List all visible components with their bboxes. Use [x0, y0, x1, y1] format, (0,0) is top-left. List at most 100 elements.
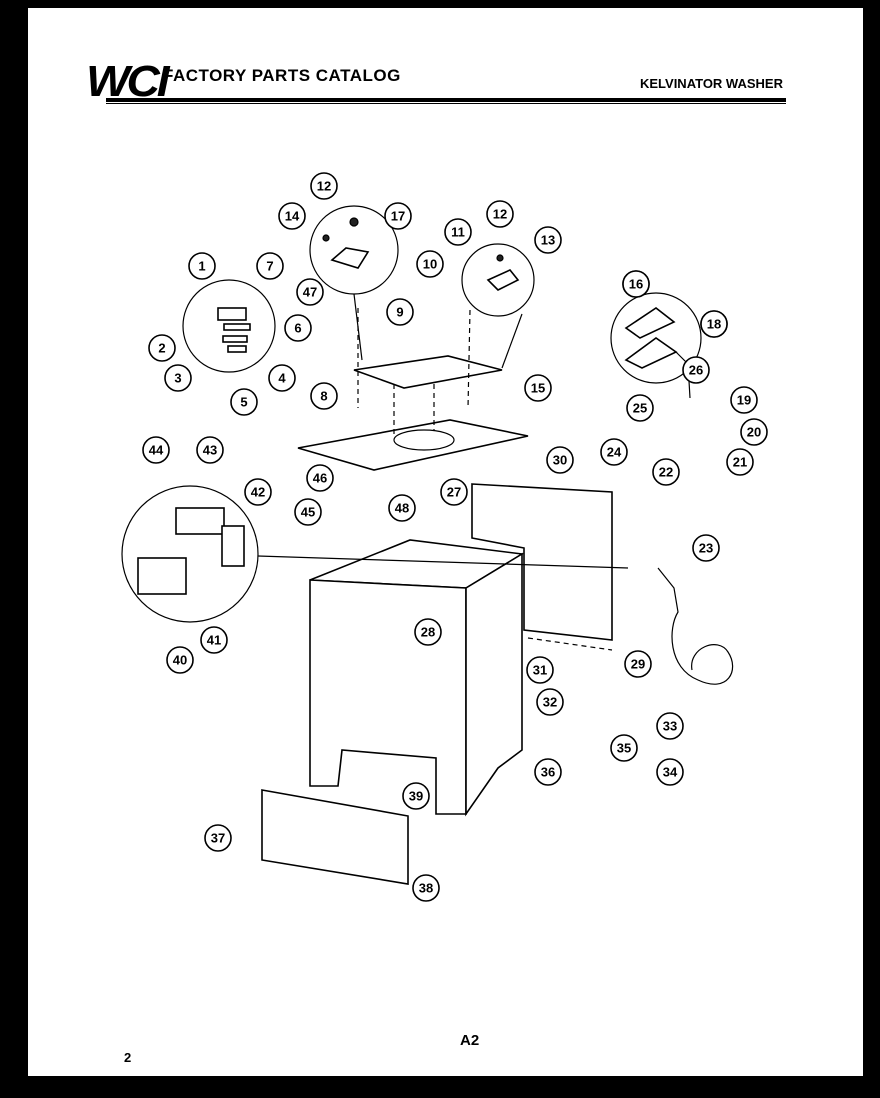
callout-11: 11 — [444, 218, 472, 246]
callout-label: 23 — [699, 541, 713, 556]
callout-label: 46 — [313, 471, 327, 486]
callout-37: 37 — [204, 824, 232, 852]
leader-line — [353, 293, 363, 361]
callout-circle — [610, 734, 638, 762]
header-rule — [106, 98, 786, 102]
callout-46: 46 — [306, 464, 334, 492]
callout-circle — [624, 650, 652, 678]
callout-label: 41 — [207, 633, 221, 648]
callout-label: 21 — [733, 455, 747, 470]
callout-10: 10 — [416, 250, 444, 278]
callout-circle — [306, 464, 334, 492]
callout-circle — [204, 824, 232, 852]
callout-label: 47 — [303, 285, 317, 300]
callout-label: 30 — [553, 453, 567, 468]
rear-panel — [471, 483, 613, 641]
callout-4: 4 — [268, 364, 296, 392]
callout-circle — [692, 534, 720, 562]
callout-circle — [536, 688, 564, 716]
callout-circle — [256, 252, 284, 280]
callout-label: 33 — [663, 719, 677, 734]
callout-circle — [244, 478, 272, 506]
callout-2: 2 — [148, 334, 176, 362]
exploded-parts-diagram: 1234567891011121213141516171819202122232… — [121, 172, 768, 902]
callout-25: 25 — [626, 394, 654, 422]
callout-45: 45 — [294, 498, 322, 526]
leader-line — [501, 313, 523, 369]
callout-circle — [268, 364, 296, 392]
callout-circle — [656, 758, 684, 786]
assembly-guide — [257, 555, 629, 569]
callout-3: 3 — [164, 364, 192, 392]
model-name: KELVINATOR WASHER — [639, 76, 783, 91]
callout-41: 41 — [200, 626, 228, 654]
callout-label: 37 — [211, 831, 225, 846]
callout-label: 42 — [251, 485, 265, 500]
header-rule-thin — [106, 103, 786, 104]
screw — [349, 217, 359, 227]
callout-circle — [188, 252, 216, 280]
callout-label: 24 — [607, 445, 622, 460]
callout-label: 29 — [631, 657, 645, 672]
callout-40: 40 — [166, 646, 194, 674]
callout-32: 32 — [536, 688, 564, 716]
detail-circle-lid-catch — [461, 243, 535, 317]
catalog-title: FACTORY PARTS CATALOG — [163, 66, 401, 85]
callout-label: 40 — [173, 653, 187, 668]
callout-label: 9 — [396, 305, 403, 320]
callout-34: 34 — [656, 758, 684, 786]
lid-bracket — [330, 247, 370, 269]
top-cover-opening — [393, 429, 455, 451]
callout-circle — [740, 418, 768, 446]
hinge-plate — [222, 335, 248, 343]
callout-circle — [284, 314, 312, 342]
callout-circle — [386, 298, 414, 326]
callout-circle — [310, 382, 338, 410]
callout-12: 12 — [486, 200, 514, 228]
callout-circle — [526, 656, 554, 684]
callout-label: 10 — [423, 257, 437, 272]
callout-21: 21 — [726, 448, 754, 476]
lid — [353, 355, 503, 389]
callout-circle — [402, 782, 430, 810]
callout-circle — [164, 364, 192, 392]
callout-label: 25 — [633, 401, 647, 416]
callout-circle — [622, 270, 650, 298]
callout-circle — [310, 172, 338, 200]
callout-47: 47 — [296, 278, 324, 306]
toe-panel — [261, 789, 409, 885]
assembly-guide — [467, 309, 471, 409]
callout-circle — [524, 374, 552, 402]
callout-29: 29 — [624, 650, 652, 678]
callout-circle — [384, 202, 412, 230]
lid-catch — [486, 269, 520, 291]
callout-circle — [230, 388, 258, 416]
callout-16: 16 — [622, 270, 650, 298]
callout-label: 28 — [421, 625, 435, 640]
callout-circle — [278, 202, 306, 230]
timer-box — [137, 557, 187, 595]
callout-circle — [416, 250, 444, 278]
hinge-spring — [223, 323, 251, 331]
callout-36: 36 — [534, 758, 562, 786]
callout-38: 38 — [412, 874, 440, 902]
page-number: 2 — [124, 1050, 132, 1065]
callout-label: 35 — [617, 741, 631, 756]
inlet-tube-lower — [624, 337, 678, 369]
screw — [322, 234, 330, 242]
assembly-guide — [527, 637, 613, 651]
callout-35: 35 — [610, 734, 638, 762]
callout-19: 19 — [730, 386, 758, 414]
callout-14: 14 — [278, 202, 306, 230]
timer-cover — [221, 525, 245, 567]
callout-circle — [142, 436, 170, 464]
callout-circle — [444, 218, 472, 246]
callout-circle — [534, 226, 562, 254]
callout-circle — [534, 758, 562, 786]
callout-label: 26 — [689, 363, 703, 378]
callout-circle — [412, 874, 440, 902]
callout-label: 45 — [301, 505, 315, 520]
callout-circle — [486, 200, 514, 228]
callout-label: 39 — [409, 789, 423, 804]
callout-39: 39 — [402, 782, 430, 810]
